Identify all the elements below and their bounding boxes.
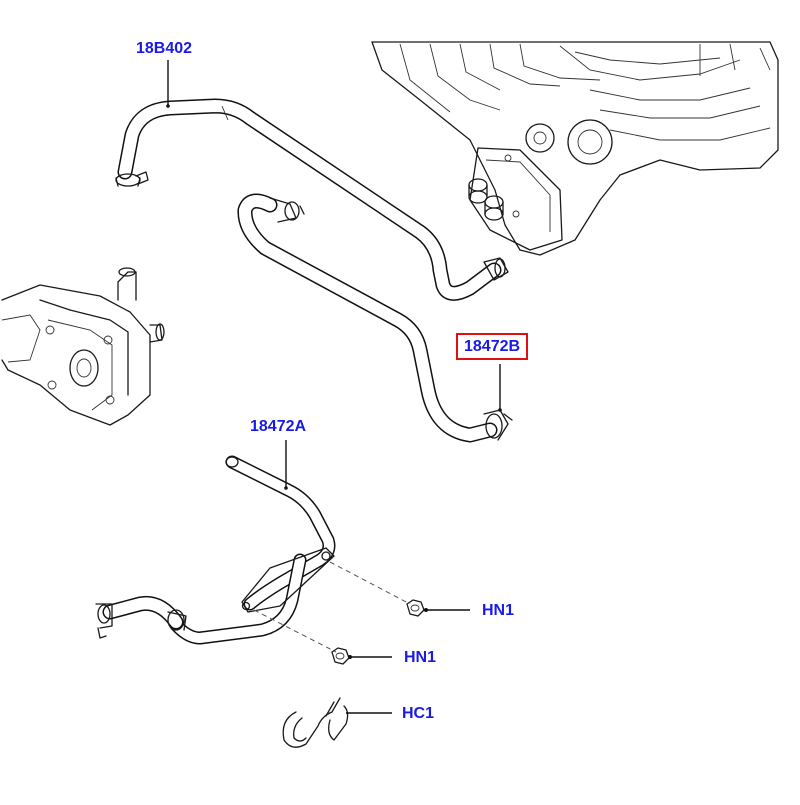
callout-18472b-highlighted[interactable]: 18472B	[456, 333, 529, 360]
callout-18b402[interactable]: 18B402	[136, 40, 193, 57]
callout-hn1-upper[interactable]: HN1	[482, 602, 515, 619]
hex-nut-lower	[253, 609, 392, 665]
callout-hc1[interactable]: HC1	[402, 705, 435, 722]
hose-18472b	[237, 193, 513, 443]
heater-housing	[371, 41, 779, 256]
hex-nut-upper	[329, 561, 470, 617]
callout-18472a[interactable]: 18472A	[250, 418, 307, 435]
hose-18b402	[115, 98, 509, 301]
tube-18472a	[95, 455, 336, 645]
leader-lines	[166, 60, 502, 490]
thermostat-housing	[1, 267, 165, 426]
callout-hn1-lower[interactable]: HN1	[404, 649, 437, 666]
hose-clip	[282, 697, 392, 748]
